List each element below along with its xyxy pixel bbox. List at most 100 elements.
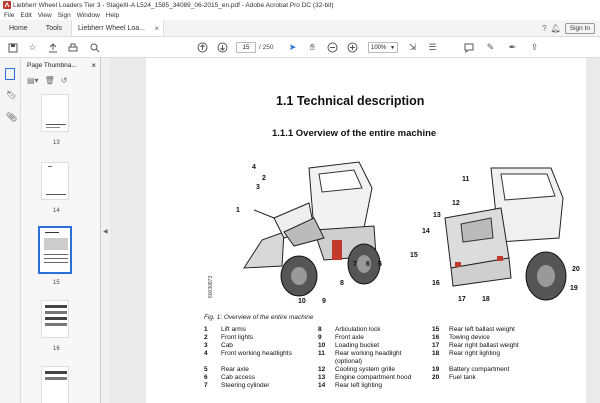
legend-text: Front lights	[221, 334, 254, 341]
menu-help[interactable]: Help	[105, 11, 120, 19]
tab-bar: Home Tools Liebherr Wheel Loa... × ? 🔔︎ …	[0, 20, 600, 37]
share-icon[interactable]: ⇪	[530, 42, 539, 52]
loader-rear-illustration	[444, 167, 567, 301]
attachments-icon[interactable]: 📎︎	[6, 112, 18, 122]
legend-text: Front axle	[335, 334, 364, 341]
callout-10: 10	[298, 298, 306, 305]
legend-text: Rear left lighting	[335, 382, 382, 389]
legend-number: 17	[432, 342, 440, 349]
legend-text: Rear left ballast weight	[449, 326, 515, 333]
toolbar: ☆ 15 / 250 ➤ ✋︎ 100% ▼ ⇲ ☰ ✎ ✒︎ ⇪	[0, 37, 600, 58]
tab-tools[interactable]: Tools	[45, 24, 63, 32]
menu-file[interactable]: File	[4, 11, 15, 19]
highlight-pen-icon[interactable]: ✎	[486, 42, 495, 52]
zoom-in-icon[interactable]	[346, 41, 359, 54]
legend-text: Steering cylinder	[221, 382, 270, 389]
page-subheading: 1.1.1 Overview of the entire machine	[272, 128, 437, 139]
print-icon[interactable]	[66, 41, 79, 54]
rotate-page-icon[interactable]: ↺	[60, 76, 68, 85]
thumbnail-page-14[interactable]	[41, 162, 69, 200]
notifications-icon[interactable]: 🔔︎	[550, 23, 561, 33]
tab-document[interactable]: Liebherr Wheel Loa... ×	[71, 20, 165, 36]
page-number-input[interactable]: 15	[236, 42, 256, 53]
panel-title: Page Thumbna...	[27, 61, 77, 69]
fit-page-icon[interactable]: ⇲	[408, 42, 417, 52]
legend-number: 14	[318, 382, 326, 389]
legend-text: Lift arms	[221, 326, 246, 333]
help-icon[interactable]: ?	[542, 23, 547, 33]
callout-6: 6	[366, 261, 370, 268]
thumbnail-label-15: 15	[53, 280, 60, 286]
zoom-value: 100%	[371, 44, 387, 51]
legend-text: Rear axle	[221, 366, 249, 373]
comment-icon[interactable]	[462, 41, 475, 54]
close-icon[interactable]: ×	[154, 23, 160, 33]
search-icon[interactable]	[88, 41, 101, 54]
legend-item: 15 Rear left ballast weight	[432, 326, 515, 333]
callout-19: 19	[570, 285, 578, 292]
legend-item: 7 Steering cylinder	[204, 382, 269, 389]
legend-text: Cab	[221, 342, 233, 349]
bookmark-star-icon[interactable]: ☆	[28, 42, 37, 52]
page-thumbnails-panel: Page Thumbna... × ▤▾ 🗑︎ ↺ 13 14 15 16	[21, 58, 116, 403]
callout-9: 9	[322, 298, 326, 305]
thumbnail-page-16[interactable]	[41, 300, 69, 338]
menu-window[interactable]: Window	[76, 11, 100, 19]
callout-20: 20	[572, 266, 580, 273]
legend-number: 18	[432, 350, 440, 357]
legend-number: 13	[318, 374, 326, 381]
hand-tool-icon[interactable]: ✋︎	[309, 42, 316, 52]
legend-number: 11	[318, 350, 325, 357]
sign-in-button[interactable]: Sign In	[564, 22, 595, 34]
pdf-page: 1.1 Technical description 1.1.1 Overview…	[146, 58, 586, 403]
zoom-out-icon[interactable]	[326, 41, 339, 54]
chevron-left-icon: ◀	[103, 229, 108, 235]
tab-document-label: Liebherr Wheel Loa...	[78, 24, 145, 32]
legend-number: 3	[204, 342, 208, 349]
bookmarks-icon[interactable]: 🔖︎	[6, 90, 18, 100]
page-total: / 250	[259, 44, 274, 51]
thumbnail-page-13[interactable]	[41, 94, 69, 132]
thumbnail-page-15-selected[interactable]	[38, 226, 72, 274]
callout-18: 18	[482, 296, 490, 303]
menu-sign[interactable]: Sign	[57, 11, 71, 19]
menu-edit[interactable]: Edit	[20, 11, 32, 19]
panel-collapse-handle[interactable]: ◀	[101, 58, 110, 403]
sign-pen-icon[interactable]: ✒︎	[508, 42, 517, 52]
legend-number: 7	[204, 382, 208, 389]
zoom-select[interactable]: 100% ▼	[368, 42, 398, 53]
thumbnail-page-17[interactable]	[41, 366, 69, 403]
document-viewer: 1.1 Technical description 1.1.1 Overview…	[110, 58, 600, 403]
callout-14: 14	[422, 228, 430, 235]
thumbnail-options-icon[interactable]: ▤▾	[27, 76, 39, 85]
scroll-mode-icon[interactable]: ☰	[428, 42, 437, 52]
legend-number: 4	[204, 350, 208, 357]
callout-4: 4	[252, 164, 256, 171]
close-panel-icon[interactable]: ×	[91, 60, 96, 70]
save-icon[interactable]	[6, 41, 19, 54]
legend-number: 1	[204, 326, 208, 333]
legend-number: 15	[432, 326, 440, 333]
delete-page-icon[interactable]: 🗑︎	[44, 76, 55, 85]
callout-1: 1	[236, 207, 240, 214]
legend-text: (optional)	[335, 358, 363, 365]
legend-number: 5	[204, 366, 208, 373]
upload-icon[interactable]	[46, 41, 59, 54]
menu-view[interactable]: View	[37, 11, 52, 19]
legend-text: Articulation lock	[335, 326, 381, 333]
tab-home[interactable]: Home	[9, 24, 28, 32]
select-cursor-icon[interactable]: ➤	[288, 42, 297, 52]
previous-page-icon[interactable]	[196, 41, 209, 54]
page-thumbnails-icon[interactable]	[5, 68, 15, 80]
legend-item: 3 Cab	[204, 342, 233, 349]
callout-2: 2	[262, 175, 266, 182]
next-page-icon[interactable]	[216, 41, 229, 54]
